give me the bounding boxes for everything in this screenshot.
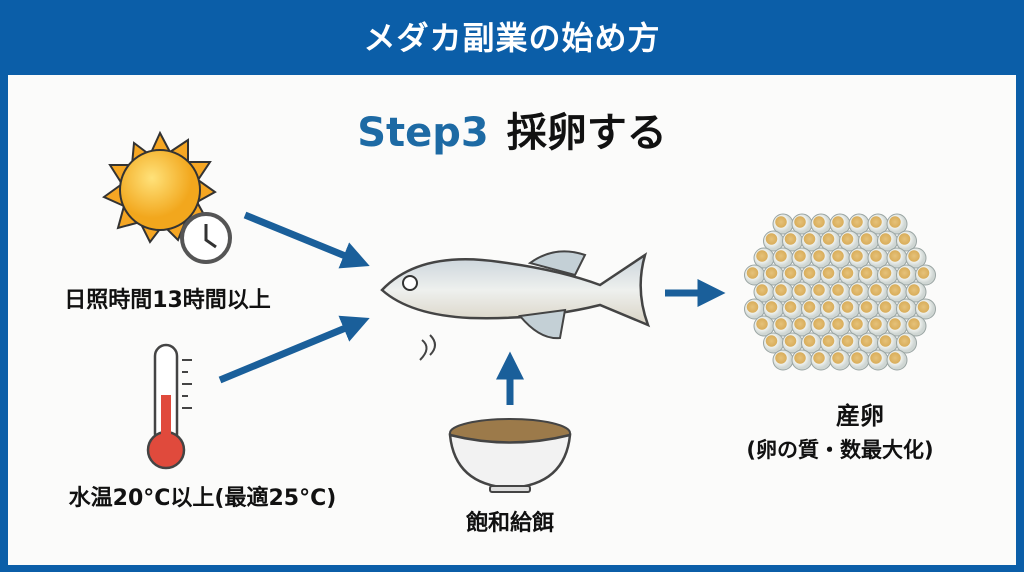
- sun-icon: [102, 130, 217, 244]
- egg-cluster-icon: [744, 213, 936, 371]
- egg: [772, 349, 794, 371]
- water-temp-label: 水温20°C以上(最適25°C): [68, 486, 337, 511]
- egg: [886, 213, 908, 235]
- step-number: Step3: [357, 110, 489, 156]
- egg: [829, 349, 851, 371]
- egg: [905, 247, 927, 269]
- egg: [791, 349, 813, 371]
- flow-arrows: [218, 211, 726, 405]
- egg: [896, 332, 917, 354]
- egg: [915, 298, 936, 320]
- egg: [867, 349, 889, 371]
- arrow-sun-to-fish: [243, 211, 370, 269]
- spawning-label: 産卵: [836, 402, 884, 430]
- step-title: 採卵する: [506, 110, 667, 156]
- egg: [886, 349, 908, 371]
- egg: [905, 281, 927, 303]
- header-title: メダカ副業の始め方: [363, 19, 661, 57]
- sunlight-label: 日照時間13時間以上: [64, 288, 271, 313]
- spawning-subtitle: (卵の質・数最大化): [746, 438, 934, 462]
- step-heading: Step3 採卵する: [0, 100, 1024, 158]
- egg: [915, 264, 936, 286]
- egg: [810, 349, 832, 371]
- arrow-temp-to-fish: [218, 315, 370, 384]
- feeding-label: 飽和給餌: [465, 511, 554, 536]
- thermometer-icon: [146, 343, 192, 470]
- medaka-fish-icon: [380, 250, 651, 361]
- egg: [848, 349, 870, 371]
- food-bowl-icon: [448, 418, 572, 493]
- egg: [896, 230, 917, 252]
- clock-icon: [180, 212, 232, 264]
- egg: [905, 315, 927, 337]
